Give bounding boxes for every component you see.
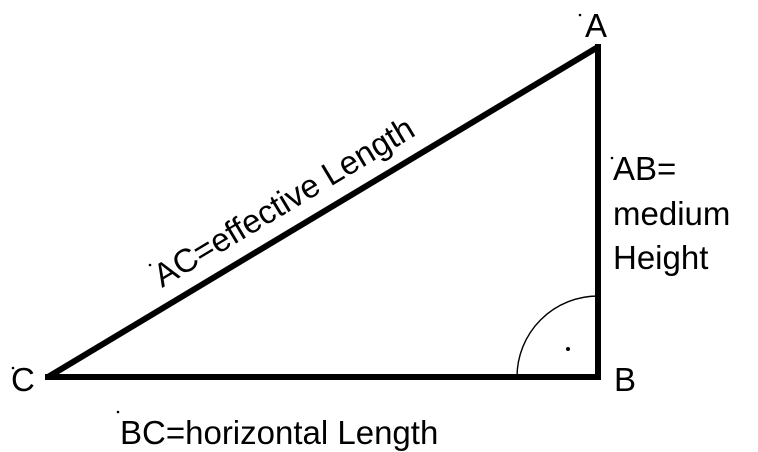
- side-bc-label: BC=horizontal Length: [120, 414, 438, 451]
- vertex-label-b: B: [614, 361, 636, 398]
- vertex-label-c: C: [11, 361, 35, 398]
- mark-a: [578, 13, 582, 17]
- side-ac-label: AC=effective Length: [147, 109, 421, 294]
- side-ab-label-line1: AB=: [613, 150, 676, 187]
- mark-ac: [148, 263, 152, 267]
- vertex-label-a: A: [585, 7, 607, 44]
- side-ac: [45, 44, 601, 380]
- side-ab-label-line2: medium: [613, 195, 730, 232]
- mark-bc: [116, 410, 120, 414]
- mark-c: [11, 366, 15, 370]
- right-angle-arc: [516, 295, 599, 378]
- mark-ab: [610, 156, 614, 160]
- right-angle-dot: [566, 347, 570, 351]
- side-ab-label-line3: Height: [613, 239, 708, 276]
